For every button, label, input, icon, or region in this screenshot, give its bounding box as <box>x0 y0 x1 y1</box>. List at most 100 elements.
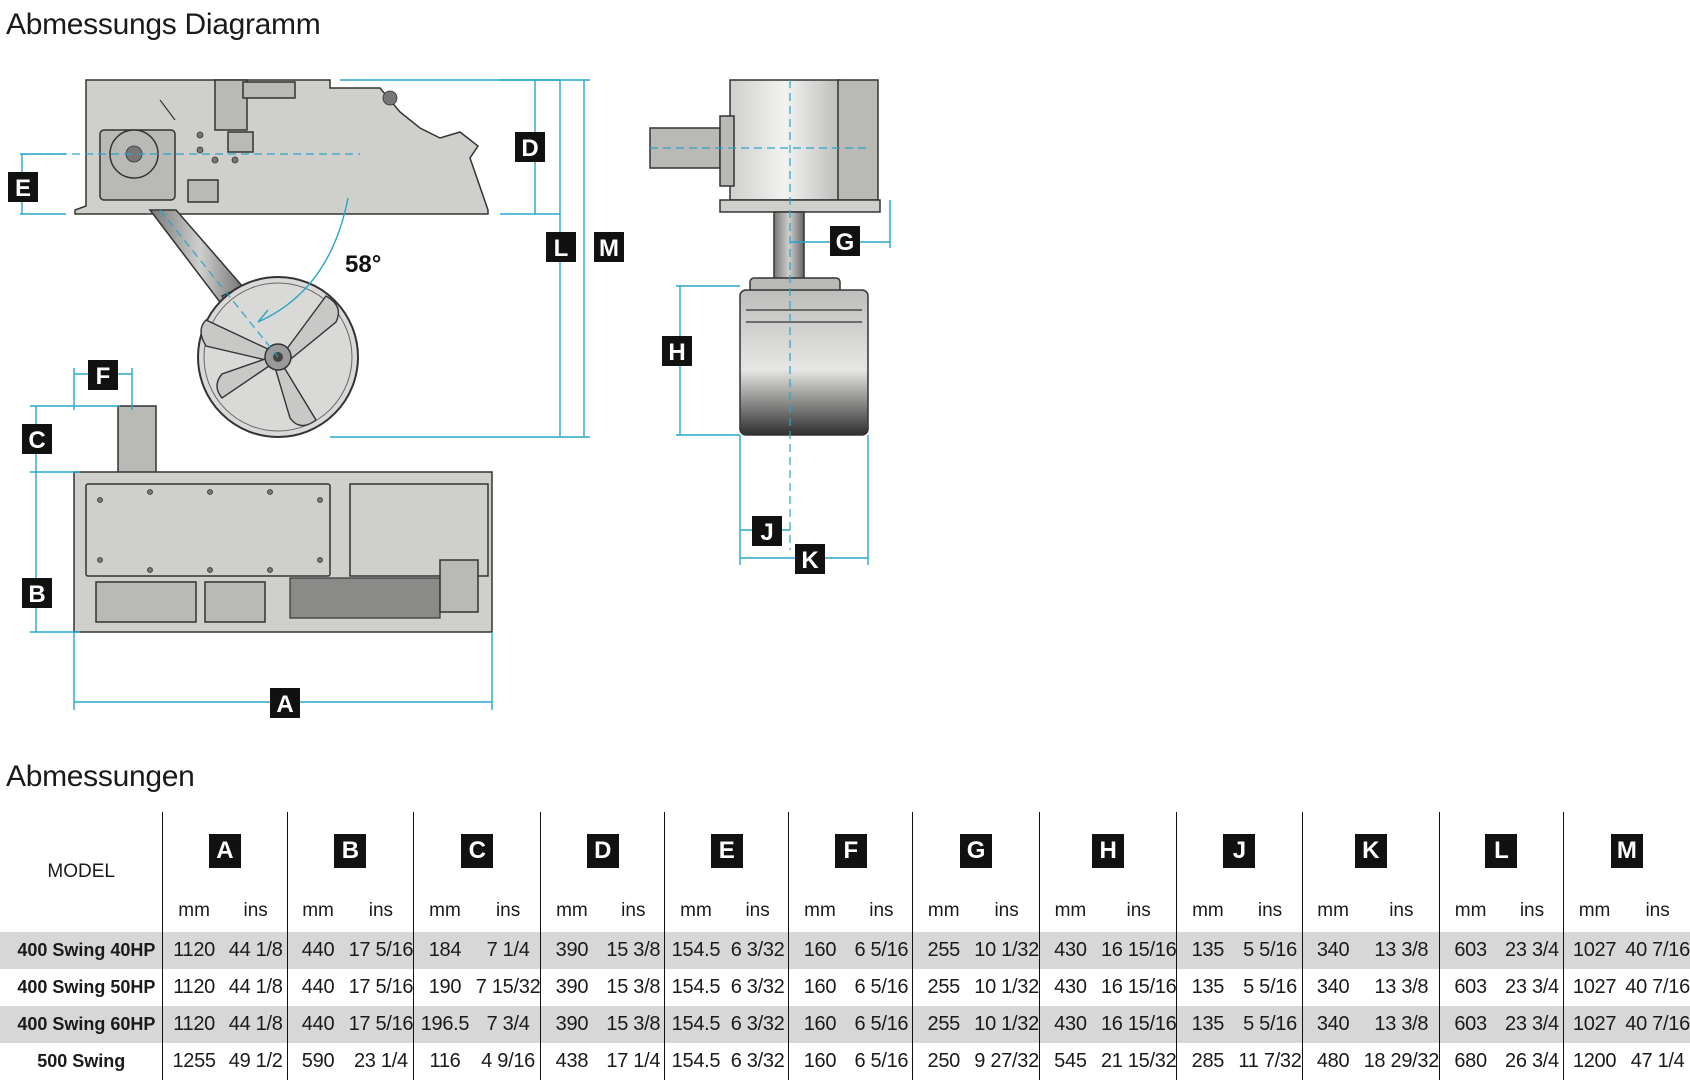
unit-header-ins: ins <box>368 900 394 921</box>
unit-header-ins: ins <box>495 900 521 921</box>
mm-value-cell: 1120 <box>162 1006 225 1043</box>
front-view <box>649 79 891 565</box>
mm-value-cell: 255 <box>912 969 975 1006</box>
ins-value-cell: 6 5/16 <box>854 976 909 998</box>
mm-value-cell: 340 <box>1301 932 1364 969</box>
column-header-C: C <box>413 812 541 890</box>
ins-value-cell: 44 1/8 <box>224 1006 288 1043</box>
ins-value-cell: 16 15/16 <box>1100 932 1177 969</box>
svg-text:B: B <box>28 581 45 608</box>
label-K-badge: K <box>795 544 825 574</box>
mm-value-cell: 1255 <box>162 1043 225 1080</box>
ins-value-cell: 23 3/4 <box>1505 976 1559 998</box>
ins-value-cell: 10 1/32 <box>974 1006 1040 1043</box>
column-header-B: B <box>286 812 414 890</box>
ins-value-cell: 7 3/4 <box>475 1006 541 1043</box>
unit-header-mm: mm <box>1562 890 1626 932</box>
top-view <box>30 368 493 710</box>
unit-header-mm: mm <box>1439 890 1502 932</box>
svg-text:E: E <box>15 175 31 202</box>
ins-value-cell: 6 5/16 <box>850 932 913 969</box>
mm-value-cell: 390 <box>540 932 603 969</box>
mm-value-cell: 285 <box>1176 1043 1239 1080</box>
ins-value-cell: 49 1/2 <box>228 1050 283 1072</box>
ins-value-cell: 10 1/32 <box>974 932 1040 969</box>
ins-value-cell: 5 5/16 <box>1243 976 1297 998</box>
mm-value-cell: 438 <box>540 1043 603 1080</box>
mm-value-cell: 1027 <box>1562 969 1626 1006</box>
label-A-badge: A <box>270 688 300 718</box>
ins-value-cell: 6 5/16 <box>850 1006 913 1043</box>
ins-value-cell: 17 5/16 <box>348 976 414 998</box>
ins-value-cell: 17 1/4 <box>606 1050 661 1072</box>
ins-value-cell: 5 5/16 <box>1238 932 1303 969</box>
column-header-K: K <box>1301 812 1440 890</box>
table-title: Abmessungen <box>6 760 195 793</box>
mm-value-cell: 160 <box>788 1043 851 1080</box>
svg-text:M: M <box>599 235 619 262</box>
unit-header-ins: ins <box>745 900 770 921</box>
ins-value-cell: 17 5/16 <box>348 932 414 969</box>
ins-value-cell: 13 3/8 <box>1363 1006 1440 1043</box>
column-header-F: F <box>788 812 913 890</box>
mm-value-cell: 154.5 <box>664 932 727 969</box>
label-H-badge: H <box>662 336 692 366</box>
svg-text:G: G <box>836 229 855 256</box>
ins-value-cell: 26 3/4 <box>1505 1050 1559 1072</box>
svg-text:C: C <box>28 427 45 454</box>
unit-header-mm: mm <box>1176 890 1239 932</box>
unit-header-mm: mm <box>912 890 975 932</box>
angle-label: 58° <box>345 251 381 278</box>
label-D-badge: D <box>515 132 545 162</box>
model-cell: 400 Swing 50HP <box>17 977 156 997</box>
unit-header-ins: ins <box>1645 900 1670 921</box>
ins-value-cell: 11 7/32 <box>1238 1050 1302 1072</box>
ins-value-cell: 44 1/8 <box>224 932 288 969</box>
ins-value-cell: 16 15/16 <box>1100 1006 1177 1043</box>
column-header-H: H <box>1038 812 1177 890</box>
ins-value-cell: 6 3/32 <box>726 1006 789 1043</box>
ins-value-cell: 18 29/32 <box>1363 1050 1440 1072</box>
ins-value-cell: 15 3/8 <box>606 976 661 998</box>
unit-header-mm: mm <box>788 890 851 932</box>
label-E-badge: E <box>8 172 38 202</box>
mm-value-cell: 545 <box>1038 1043 1101 1080</box>
label-C-badge: C <box>22 424 52 454</box>
column-badge-M: M <box>1610 834 1643 868</box>
unit-header-mm: mm <box>1038 890 1101 932</box>
mm-value-cell: 160 <box>788 1006 851 1043</box>
ins-value-cell: 21 15/32 <box>1100 1050 1177 1072</box>
ins-value-cell: 13 3/8 <box>1374 976 1429 998</box>
mm-value-cell: 135 <box>1176 1006 1239 1043</box>
mm-value-cell: 480 <box>1301 1043 1364 1080</box>
svg-text:D: D <box>521 135 538 162</box>
column-badge-K: K <box>1354 834 1387 868</box>
ins-value-cell: 9 27/32 <box>974 1050 1039 1072</box>
ins-value-cell: 23 3/4 <box>1501 1006 1564 1043</box>
ins-value-cell: 40 7/16 <box>1625 976 1690 998</box>
mm-value-cell: 390 <box>540 1006 603 1043</box>
mm-value-cell: 430 <box>1038 932 1101 969</box>
mm-value-cell: 135 <box>1176 932 1239 969</box>
mm-value-cell: 255 <box>912 932 975 969</box>
column-header-A: A <box>162 812 288 890</box>
mm-value-cell: 430 <box>1038 1006 1101 1043</box>
mm-value-cell: 160 <box>788 969 851 1006</box>
column-badge-J: J <box>1223 834 1256 868</box>
unit-header-ins: ins <box>621 900 646 921</box>
ins-value-cell: 6 3/32 <box>730 1050 785 1072</box>
ins-value-cell: 47 1/4 <box>1630 1050 1685 1072</box>
ins-value-cell: 6 5/16 <box>854 1050 909 1072</box>
mm-value-cell: 154.5 <box>664 969 727 1006</box>
model-cell: 400 Swing 60HP <box>0 1006 163 1043</box>
column-badge-D: D <box>586 834 619 868</box>
mm-value-cell: 440 <box>286 1006 349 1043</box>
mm-value-cell: 340 <box>1301 1006 1364 1043</box>
unit-header-mm: mm <box>286 890 349 932</box>
column-badge-H: H <box>1092 834 1125 868</box>
mm-value-cell: 154.5 <box>664 1006 727 1043</box>
column-header-L: L <box>1439 812 1564 890</box>
mm-value-cell: 250 <box>912 1043 975 1080</box>
